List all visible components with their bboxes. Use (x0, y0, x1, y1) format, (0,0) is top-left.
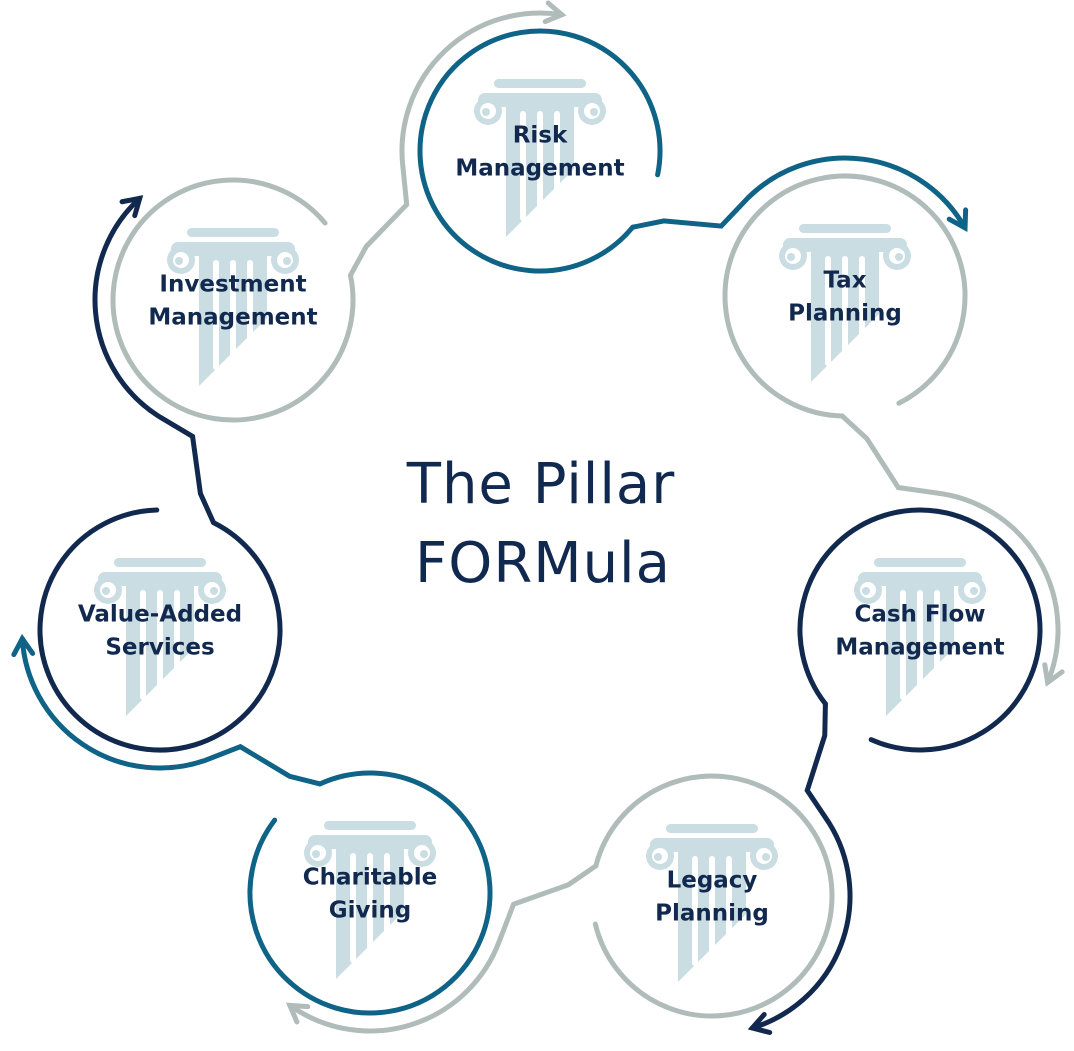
center-title-line-2: FORMula (415, 531, 671, 596)
pillar-icon (646, 824, 778, 996)
pillar-icon (167, 228, 299, 400)
arrowhead-icon (542, 0, 567, 25)
arrowhead-icon (946, 207, 969, 233)
node-label-line: Cash Flow (854, 602, 985, 628)
connector-arrow (92, 195, 216, 526)
node-label-line: Tax (823, 268, 866, 294)
connectors-layer (11, 0, 1065, 1035)
center-title: The Pillar FORMula (406, 452, 676, 596)
node-label-line: Planning (788, 301, 902, 327)
connector-arrow (630, 155, 968, 231)
connector-arrow (287, 863, 599, 1034)
node-ring (592, 773, 835, 1019)
node-label-line: Management (148, 305, 317, 331)
node-ring (417, 28, 663, 274)
node-ring (110, 177, 356, 423)
arrowhead-icon (747, 1012, 773, 1035)
node-label-line: Charitable (303, 865, 437, 891)
arrowhead-icon (119, 195, 144, 219)
node-label-line: Risk (513, 123, 568, 149)
node-label-line: Giving (329, 898, 411, 924)
pillar-icon (779, 224, 911, 396)
connector-arrow (749, 701, 853, 1031)
node-ring (797, 507, 1043, 753)
connector-arrow (19, 636, 323, 787)
node-ring (37, 507, 283, 753)
arrowhead-icon (1042, 662, 1065, 687)
pillar-icon (304, 821, 436, 993)
connector-arrow (347, 10, 565, 278)
arrowhead-icon (285, 1002, 311, 1025)
pillar-icon (94, 558, 226, 730)
pillar-icon (854, 558, 986, 730)
arrowhead-icon (11, 633, 36, 658)
pillar-icon (474, 79, 606, 251)
node-label-line: Legacy (667, 868, 758, 894)
node-ring (722, 173, 968, 419)
connector-arrow (839, 413, 1061, 685)
node-label-line: Services (105, 635, 214, 661)
node-label-line: Management (455, 156, 624, 182)
node-label-line: Planning (655, 901, 769, 927)
node-label-line: Investment (159, 272, 306, 298)
center-title-line-1: The Pillar (406, 452, 676, 517)
node-label-line: Value-Added (78, 602, 242, 628)
node-label-line: Management (835, 635, 1004, 661)
node-ring (247, 770, 493, 1016)
